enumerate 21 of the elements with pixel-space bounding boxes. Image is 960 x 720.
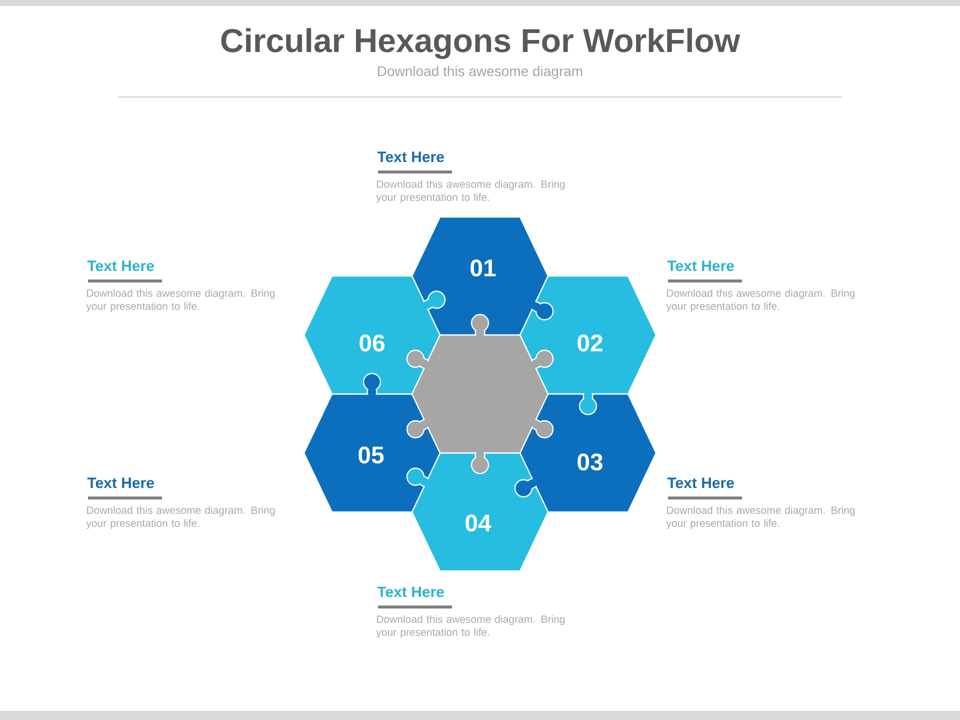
description: Download this awesome diagram. Bring your presentation to life. <box>86 289 275 312</box>
description: Download this awesome diagram. Bring your presentation to life. <box>666 289 855 312</box>
heading: Text Here <box>87 478 154 488</box>
hexagon-piece: 03 <box>519 393 657 513</box>
description: Download this awesome diagram. Bring your presentation to life. <box>376 615 565 638</box>
description: Download this awesome diagram. Bring your presentation to life. <box>666 506 855 529</box>
hexagon-piece: 04 <box>411 452 549 572</box>
heading: Text Here <box>377 152 444 162</box>
hexagon-piece: 01 <box>411 216 549 336</box>
heading: Text Here <box>667 478 734 488</box>
heading: Text Here <box>667 260 734 272</box>
hexagon-piece: 02 <box>519 275 657 395</box>
description: Download this awesome diagram. Bring your presentation to life. <box>86 506 275 529</box>
hexagon-piece <box>411 334 549 454</box>
hexagon-piece: 05 <box>303 393 441 513</box>
title: Circular Hexagons For WorkFlow <box>221 28 740 59</box>
heading: Text Here <box>377 586 444 598</box>
description: Download this awesome diagram. Bring your presentation to life. <box>376 180 565 203</box>
heading: Text Here <box>87 260 154 272</box>
hexagon-piece: 06 <box>303 275 441 395</box>
subtitle: Download this awesome diagram <box>378 66 582 79</box>
